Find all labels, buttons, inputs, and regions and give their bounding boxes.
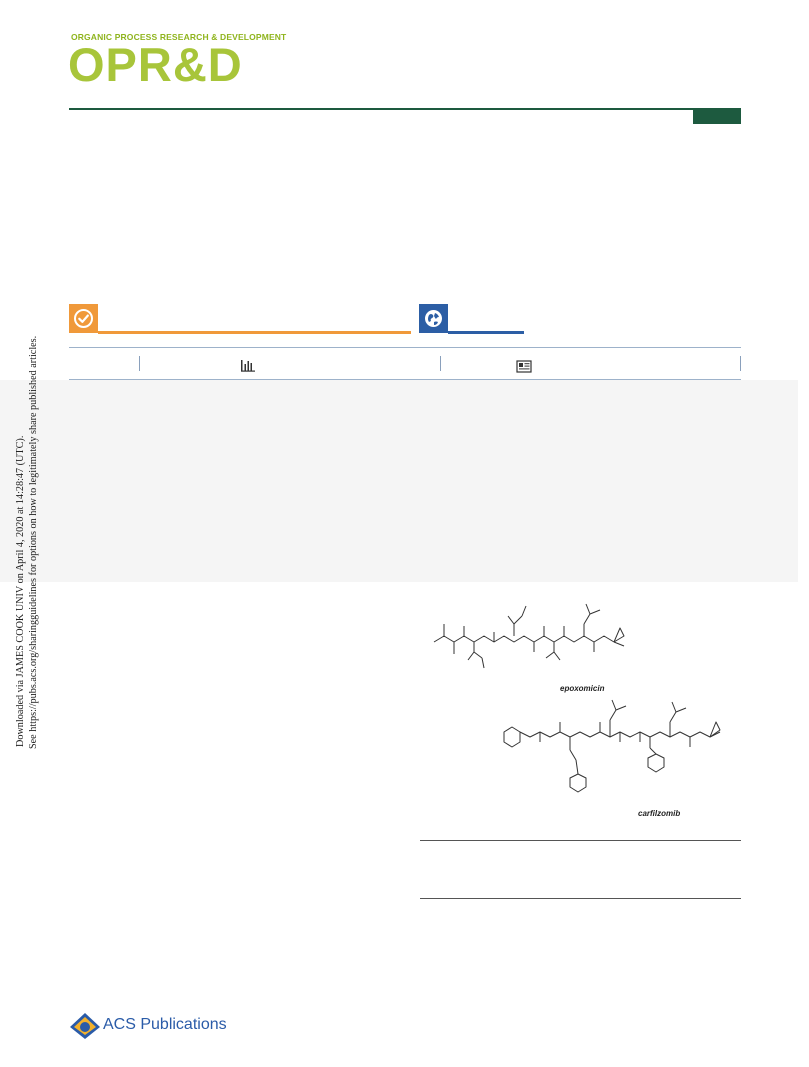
- journal-logo[interactable]: OPR&D: [68, 38, 243, 91]
- open-access-bar: [98, 331, 411, 334]
- header-rule: [69, 108, 741, 110]
- structure-figure: epoxomicin carfilzomib: [420, 592, 741, 832]
- globe-icon: [425, 310, 442, 327]
- bar-chart-icon[interactable]: [240, 359, 256, 377]
- acs-logo-icon: [70, 1013, 100, 1039]
- metrics-bar-top-rule: [69, 347, 741, 348]
- header-tab: [693, 110, 741, 124]
- chemical-structures: epoxomicin carfilzomib: [433, 603, 721, 818]
- acs-publications-logo[interactable]: [68, 1011, 102, 1046]
- download-notice-line-2: See https://pubs.acs.org/sharingguidelin…: [27, 335, 39, 749]
- caption-rule-top: [420, 840, 741, 841]
- download-notice: Downloaded via JAMES COOK UNIV on April …: [15, 336, 40, 1067]
- metrics-divider: [740, 356, 741, 371]
- global-access-bar: [448, 331, 524, 334]
- metrics-divider: [440, 356, 441, 371]
- global-access-badge[interactable]: [419, 304, 448, 333]
- caption-rule-bottom: [420, 898, 741, 899]
- newspaper-icon[interactable]: [516, 360, 532, 378]
- checkmark-icon: [74, 309, 93, 328]
- metrics-bar-bottom-rule: [69, 379, 741, 380]
- metrics-divider: [139, 356, 140, 371]
- open-access-badge[interactable]: [69, 304, 98, 333]
- figure-label-epoxomicin: epoxomicin: [560, 684, 605, 693]
- download-notice-line-1: Downloaded via JAMES COOK UNIV on April …: [15, 435, 26, 747]
- abstract-panel: [0, 380, 798, 582]
- journal-subtitle: ORGANIC PROCESS RESEARCH & DEVELOPMENT: [71, 32, 287, 42]
- acs-publications-name: ACS Publications: [103, 1016, 227, 1033]
- figure-label-carfilzomib: carfilzomib: [638, 809, 680, 818]
